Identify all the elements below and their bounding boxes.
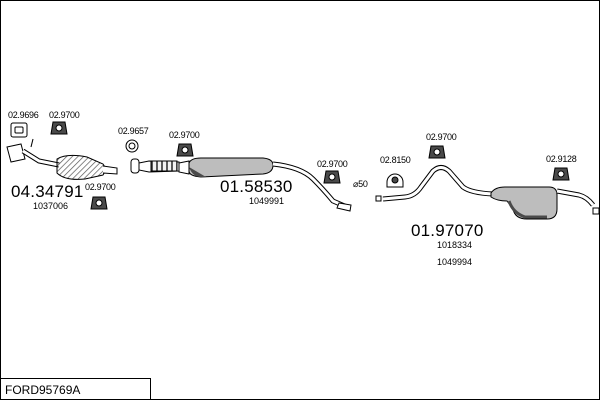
flex-pipe	[130, 158, 180, 174]
rubber-hanger-icon	[552, 167, 570, 181]
gasket-ring-icon	[125, 139, 139, 153]
rear-pipe	[375, 165, 511, 202]
assembly-ref: 1049994	[437, 257, 473, 267]
assembly-code: 04.34791	[11, 182, 84, 201]
title-box: FORD95769A	[1, 378, 151, 399]
assembly-ref: 1018334	[437, 240, 473, 250]
part-label: 02.9700	[317, 159, 348, 169]
assembly-code: 01.97070	[411, 221, 484, 240]
part-label: 02.9128	[546, 154, 577, 164]
front-pipe-catalyst	[6, 138, 118, 180]
pipe-clamp-icon	[386, 173, 404, 188]
front-silencer	[178, 157, 352, 212]
rubber-hanger-icon	[176, 143, 194, 157]
assembly-ref: 1049991	[249, 196, 285, 206]
rubber-hanger-icon	[428, 145, 446, 159]
rubber-hanger-icon	[90, 196, 108, 210]
part-label: 02.9700	[49, 110, 80, 120]
part-label: 02.9696	[8, 110, 39, 120]
exhaust-drawing	[6, 121, 599, 220]
assembly-code: 01.58530	[220, 177, 293, 196]
rubber-hanger-icon	[50, 121, 68, 135]
part-label: 02.9700	[169, 130, 200, 140]
diameter-label: ⌀50	[353, 179, 368, 189]
assembly-ref: 1037006	[33, 201, 69, 211]
rear-silencer	[490, 186, 599, 220]
page-title: FORD95769A	[5, 383, 81, 397]
small-parts	[10, 121, 570, 210]
part-label: 02.9700	[85, 182, 116, 192]
part-label: 02.9657	[118, 126, 149, 136]
rubber-hanger-icon	[323, 170, 341, 184]
part-label: 02.8150	[380, 155, 411, 165]
part-label: 02.9700	[426, 132, 457, 142]
